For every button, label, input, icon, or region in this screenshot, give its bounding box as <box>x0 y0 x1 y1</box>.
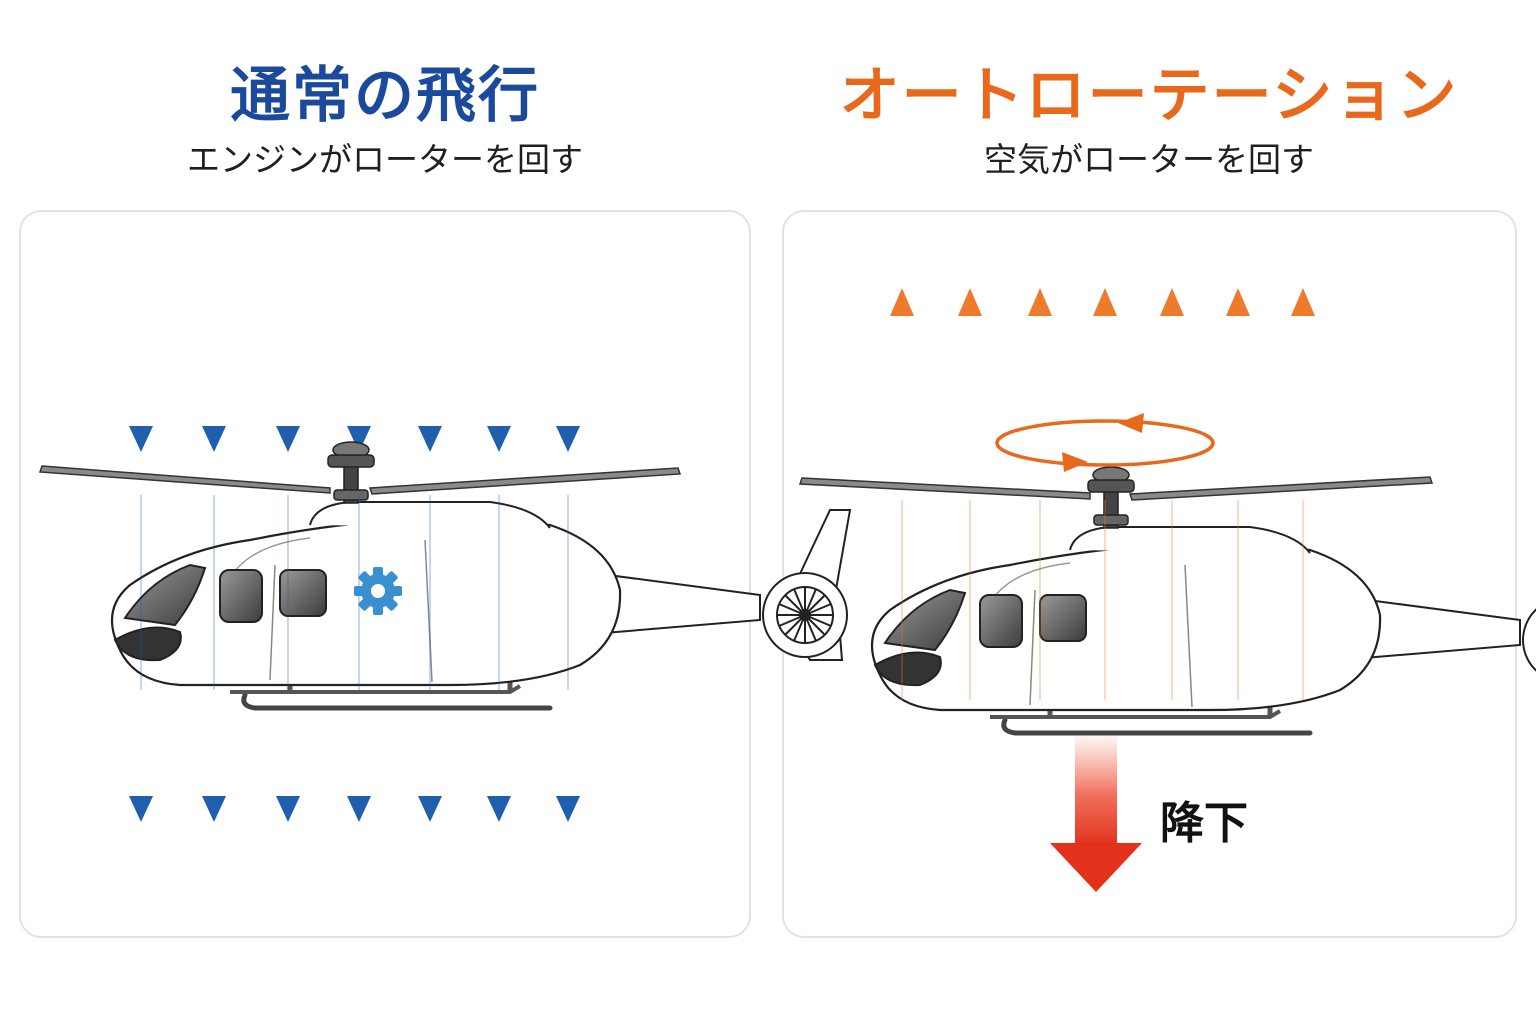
descent-label: 降下 <box>1160 798 1248 849</box>
downwash-arrow-top <box>202 268 226 452</box>
normal-flight-airflow-overlay <box>140 495 569 690</box>
autorotation-airflow-overlay <box>901 500 1304 700</box>
downwash-arrow-top <box>418 268 442 452</box>
downwash-arrow-bottom <box>129 690 153 822</box>
downwash-arrow-top <box>347 268 371 452</box>
autorotation-main-rotor <box>798 476 1434 501</box>
downwash-arrow-top <box>129 268 153 452</box>
rotation-ellipse-icon <box>995 413 1215 472</box>
downwash-arrow-bottom <box>556 690 580 822</box>
gear-icon <box>354 567 402 615</box>
descent-arrow <box>1050 735 1142 892</box>
normal-flight-title: 通常の飛行 <box>230 61 540 131</box>
autorotation-helicopter <box>872 467 1536 733</box>
normal-flight-header: 通常の飛行 エンジンがローターを回す <box>20 60 750 182</box>
normal-flight-airflow-top <box>129 268 580 452</box>
autorotation-title: オートローテーション <box>839 61 1459 131</box>
downwash-arrow-top <box>487 268 511 452</box>
downwash-arrow-bottom <box>202 690 226 822</box>
normal-flight-subtitle: エンジンがローターを回す <box>187 140 583 179</box>
autorotation-header: オートローテーション 空気がローターを回す <box>782 60 1516 182</box>
downwash-arrow-top <box>276 268 300 452</box>
downwash-arrow-top <box>556 268 580 452</box>
autorotation-subtitle: 空気がローターを回す <box>984 140 1314 179</box>
normal-flight-main-rotor <box>38 465 682 495</box>
